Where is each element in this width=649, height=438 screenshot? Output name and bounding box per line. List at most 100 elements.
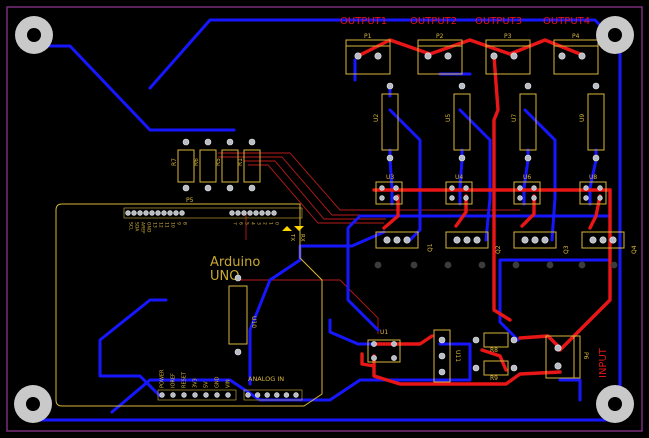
power-pin-label: 3V3 bbox=[193, 378, 199, 388]
rx-arrow-icon bbox=[294, 226, 304, 231]
part-u5[interactable]: U5 bbox=[445, 82, 471, 162]
power-pin-label: 5V bbox=[204, 381, 210, 388]
header-pin-label: 9 bbox=[176, 222, 182, 225]
power-pin-label: VIN bbox=[226, 379, 232, 388]
rx-label: RX bbox=[299, 234, 305, 242]
part-u9[interactable]: U9 bbox=[579, 82, 605, 162]
connector-p1[interactable]: P1 bbox=[345, 33, 391, 75]
arduino-top-header[interactable] bbox=[123, 207, 303, 219]
resistor-r5[interactable]: R5 bbox=[215, 138, 239, 192]
connector-p4[interactable]: P4 bbox=[553, 33, 599, 75]
header-pin[interactable] bbox=[271, 210, 277, 216]
board-outline bbox=[6, 6, 643, 432]
resistor-r9[interactable]: R9 bbox=[472, 360, 518, 382]
output-label-1: OUTPUT1 bbox=[340, 16, 387, 27]
part-u8[interactable]: U8 bbox=[579, 174, 607, 205]
linear-u11[interactable]: U11 bbox=[433, 329, 461, 383]
part-u7[interactable]: U7 bbox=[511, 82, 537, 162]
header-pin[interactable] bbox=[229, 210, 235, 216]
mounting-holes bbox=[14, 16, 634, 423]
input-connector-p6[interactable]: P6 bbox=[545, 335, 589, 379]
part-u3[interactable]: U3 bbox=[375, 174, 403, 205]
part-u6[interactable]: U6 bbox=[513, 174, 541, 205]
analog-header[interactable] bbox=[243, 389, 303, 401]
part-u2[interactable]: U2 bbox=[373, 82, 399, 162]
header-pin[interactable] bbox=[253, 210, 259, 216]
header-pin[interactable] bbox=[173, 210, 179, 216]
header-pin[interactable] bbox=[125, 210, 131, 216]
output-label-3: OUTPUT3 bbox=[475, 16, 522, 27]
power-pin-label: RESET bbox=[182, 371, 188, 388]
header-pin-label: 4 bbox=[250, 222, 256, 225]
power-pin[interactable] bbox=[159, 392, 165, 398]
analog-pin[interactable] bbox=[264, 392, 270, 398]
resistor-r8[interactable]: R8 bbox=[472, 332, 518, 354]
power-pin[interactable] bbox=[225, 392, 231, 398]
connector-ref: P4 bbox=[572, 33, 580, 40]
part-ref: R8 bbox=[490, 347, 498, 354]
header-pin-label: 10 bbox=[170, 222, 176, 228]
output-label-2: OUTPUT2 bbox=[410, 16, 457, 27]
header-pin[interactable] bbox=[137, 210, 143, 216]
header-pin[interactable] bbox=[155, 210, 161, 216]
resistor-r7[interactable]: R7 bbox=[171, 138, 195, 192]
header-pin[interactable] bbox=[247, 210, 253, 216]
mounting-hole-bottom-right bbox=[596, 385, 634, 423]
header-pin-label: 1 bbox=[268, 222, 274, 225]
part-u4[interactable]: U4 bbox=[445, 174, 473, 205]
part-ref: Q3 bbox=[563, 245, 570, 254]
header-pin[interactable] bbox=[235, 210, 241, 216]
arduino-title: Arduino bbox=[210, 255, 260, 270]
power-pin[interactable] bbox=[214, 392, 220, 398]
via-row bbox=[374, 261, 618, 269]
part-q1[interactable]: Q1 bbox=[375, 231, 434, 252]
header-pin[interactable] bbox=[179, 210, 185, 216]
regulator-u1[interactable]: U1 bbox=[367, 329, 401, 363]
header-pin[interactable] bbox=[149, 210, 155, 216]
part-ref: R5 bbox=[215, 158, 222, 166]
header-pin-label: 13 bbox=[152, 222, 158, 228]
analog-pin[interactable] bbox=[274, 392, 280, 398]
power-pin[interactable] bbox=[181, 392, 187, 398]
header-pin[interactable] bbox=[161, 210, 167, 216]
power-pin[interactable] bbox=[192, 392, 198, 398]
part-q2[interactable]: Q2 bbox=[445, 231, 502, 254]
analog-pin[interactable] bbox=[293, 392, 299, 398]
power-pin[interactable] bbox=[203, 392, 209, 398]
header-pin[interactable] bbox=[143, 210, 149, 216]
part-ref: U11 bbox=[454, 350, 461, 362]
part-q4[interactable]: Q4 bbox=[581, 231, 638, 254]
analog-pin[interactable] bbox=[245, 392, 251, 398]
header-pin[interactable] bbox=[241, 210, 247, 216]
connector-p3[interactable]: P3 bbox=[485, 33, 531, 75]
analog-pin[interactable] bbox=[254, 392, 261, 398]
part-q3[interactable]: Q3 bbox=[513, 231, 570, 254]
part-ref: R7 bbox=[171, 158, 178, 166]
part-ref: U8 bbox=[589, 174, 597, 181]
power-section: U1 U11 R8 R9 P6 INPUT bbox=[367, 329, 609, 383]
connector-p2[interactable]: P2 bbox=[417, 33, 463, 75]
analog-pin[interactable] bbox=[283, 392, 290, 398]
analog-in-label: ANALOG IN bbox=[248, 375, 284, 383]
top-copper-traces bbox=[356, 38, 612, 386]
signal-traces bbox=[218, 152, 520, 334]
resistor-r1[interactable]: R1 bbox=[237, 138, 261, 192]
power-pin[interactable] bbox=[170, 392, 176, 398]
header-pin[interactable] bbox=[131, 210, 137, 216]
tx-label: TX bbox=[289, 233, 295, 241]
module-ref: U10 bbox=[250, 316, 257, 328]
power-header[interactable] bbox=[157, 389, 237, 401]
power-pin-label: POWER bbox=[160, 369, 166, 388]
output-connectors: P1 P2 P3 P4 bbox=[345, 33, 599, 75]
resistor-r6[interactable]: R6 bbox=[193, 138, 217, 192]
header-pin-label: SDA bbox=[134, 222, 140, 232]
module-u10[interactable]: U10 bbox=[228, 274, 257, 356]
input-label: INPUT bbox=[598, 347, 609, 378]
header-pin-label: 12 bbox=[158, 222, 164, 228]
header-pin[interactable] bbox=[265, 210, 271, 216]
header-pin[interactable] bbox=[259, 210, 265, 216]
header-pin-label: 7 bbox=[232, 222, 238, 225]
header-pin[interactable] bbox=[167, 210, 173, 216]
